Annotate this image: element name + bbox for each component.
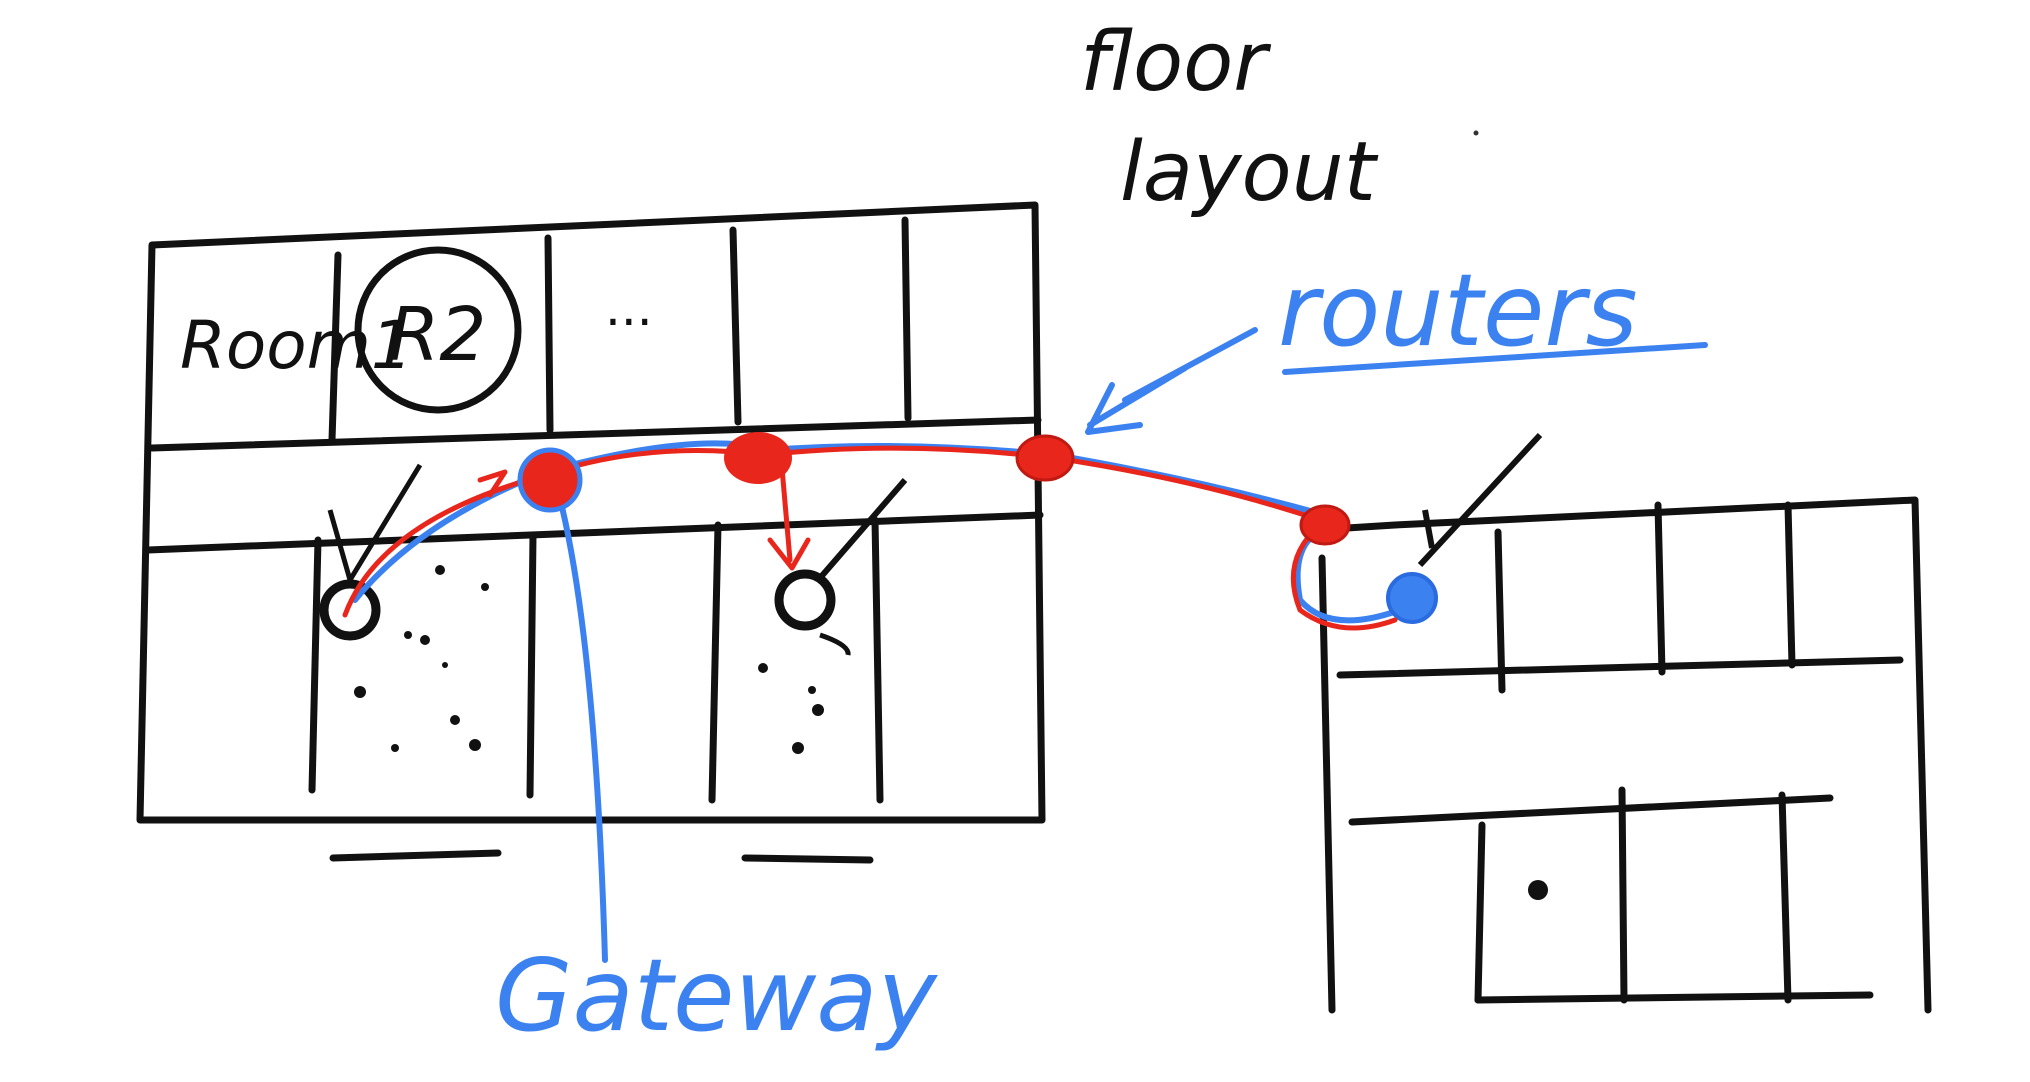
sensor-node-1 xyxy=(319,579,381,641)
sensor-antenna-right xyxy=(1417,432,1543,568)
lower-room-wall-1 xyxy=(308,536,322,794)
right-room-dot xyxy=(1528,880,1548,900)
router-node-3 xyxy=(1299,504,1351,546)
lower-room-wall-2 xyxy=(526,531,537,799)
blue-link-right-sensor xyxy=(1294,527,1403,624)
left-building-outline xyxy=(136,201,1046,824)
right-upper-wall-3 xyxy=(1784,501,1796,669)
red-route-down-to-sensor2 xyxy=(767,465,811,571)
sensor-antenna-1 xyxy=(327,463,423,587)
red-arrow-to-gateway xyxy=(477,469,508,498)
sensor-left-room xyxy=(319,463,423,641)
routers-label: routers xyxy=(1278,252,1638,369)
router-nodes xyxy=(517,432,1351,546)
router-node-1 xyxy=(724,432,792,484)
right-building-corridor-top xyxy=(1336,656,1904,679)
sensor-node-2 xyxy=(774,569,836,631)
gateway-pointer-line xyxy=(552,477,608,963)
stray-dot xyxy=(1473,130,1479,136)
upper-room-wall-3 xyxy=(729,226,742,426)
upper-room-wall-2 xyxy=(544,234,554,434)
right-upper-wall-1 xyxy=(1494,528,1506,694)
red-route-right-loop xyxy=(1290,522,1398,631)
title-line-floor: floor xyxy=(1080,15,1271,110)
room-speckles xyxy=(354,565,824,754)
sensor-antenna-2 xyxy=(817,478,908,580)
left-building-corridor-divider xyxy=(144,511,1044,554)
right-building-corridor-bottom xyxy=(1348,794,1834,826)
left-building-underline-1 xyxy=(329,849,502,862)
upper-room-wall-1 xyxy=(328,251,342,444)
upper-room-wall-4 xyxy=(901,216,912,422)
left-building-underline-2 xyxy=(741,854,874,864)
sensor-tail-2 xyxy=(819,632,851,656)
room2-circle xyxy=(354,246,522,414)
sensor-node-right xyxy=(1386,572,1438,624)
gateway-label: Gateway xyxy=(495,937,939,1054)
routers-arrowhead xyxy=(1085,382,1143,435)
right-lower-wall-1 xyxy=(1474,821,1486,1004)
lower-room-wall-3 xyxy=(708,521,722,804)
router-node-2 xyxy=(1015,434,1075,482)
title-line-layout: layout xyxy=(1120,125,1379,220)
gateway-node xyxy=(517,447,583,513)
right-upper-wall-2 xyxy=(1654,501,1666,676)
room-ellipsis-label: ... xyxy=(605,279,653,337)
room2-label: R2 xyxy=(388,292,487,378)
sensor-middle-room xyxy=(774,478,908,656)
right-building-bottom-edge xyxy=(1474,991,1874,1004)
right-building-outline xyxy=(1318,496,1932,1014)
right-lower-wall-3 xyxy=(1778,791,1792,1004)
right-lower-wall-2 xyxy=(1618,786,1628,1004)
room1-label: Room1 xyxy=(180,307,413,384)
left-building xyxy=(136,201,1046,864)
routers-underline xyxy=(1282,342,1708,375)
routers-pointer-arrow xyxy=(1087,327,1258,428)
left-building-upper-divider xyxy=(148,416,1042,452)
lower-room-wall-4 xyxy=(871,516,884,804)
